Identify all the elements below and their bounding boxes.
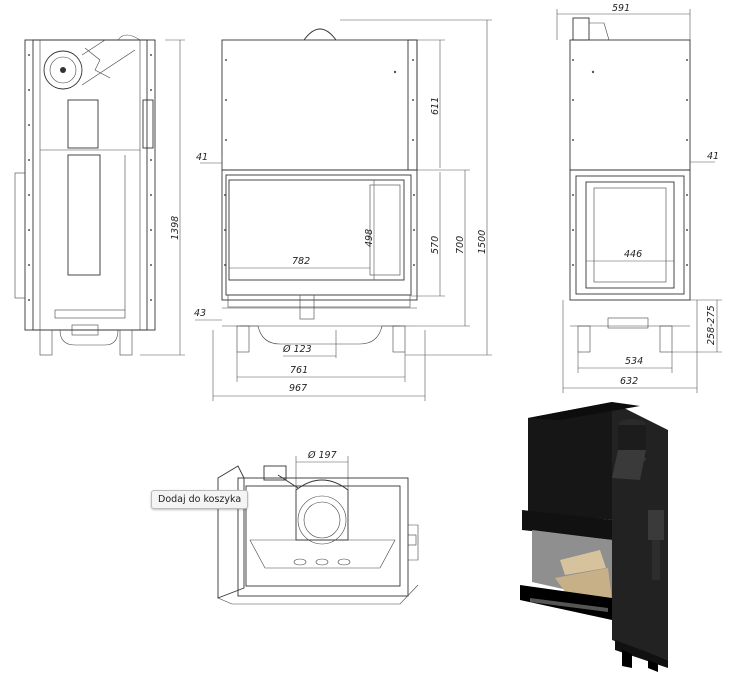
dim-side-glass-width: 446 bbox=[624, 249, 642, 260]
dim-side-top-width: 591 bbox=[612, 3, 630, 14]
dim-inner-width: 761 bbox=[290, 365, 308, 376]
fan-icon bbox=[43, 50, 83, 90]
dim-height-top: 611 bbox=[430, 97, 441, 115]
side-view-right: 591 41 446 258-275 bbox=[556, 3, 722, 393]
side-view-left: 1398 bbox=[14, 34, 185, 356]
add-to-cart-tooltip: Dodaj do koszyka bbox=[151, 490, 249, 509]
dim-left-offset: 41 bbox=[196, 152, 208, 163]
dim-glass-height: 498 bbox=[364, 229, 375, 247]
front-glass bbox=[228, 179, 405, 281]
dim-side-height: 1398 bbox=[170, 216, 181, 240]
dim-bottom-offset: 43 bbox=[194, 308, 206, 319]
dim-height-total: 1500 bbox=[477, 230, 488, 254]
dim-glass-width: 782 bbox=[292, 256, 310, 267]
top-view: Ø 197 bbox=[217, 450, 419, 605]
dim-flue-top: Ø 197 bbox=[307, 450, 337, 461]
dim-leg-range: 258-275 bbox=[706, 305, 717, 345]
dim-height-570: 570 bbox=[430, 236, 441, 254]
flue-top-circle bbox=[297, 495, 347, 545]
side-glass bbox=[585, 181, 675, 289]
front-view: 611 570 700 1500 498 782 41 43 Ø 123 761 bbox=[194, 19, 492, 401]
dim-flue-front: Ø 123 bbox=[282, 344, 312, 355]
flue-outlet bbox=[303, 28, 337, 41]
fireplace-render bbox=[520, 402, 668, 672]
dim-height-700: 700 bbox=[455, 236, 466, 254]
dim-side-right-offset: 41 bbox=[707, 151, 719, 162]
dim-side-632: 632 bbox=[620, 376, 638, 387]
dim-total-width: 967 bbox=[289, 383, 307, 394]
dim-side-534: 534 bbox=[625, 356, 643, 367]
